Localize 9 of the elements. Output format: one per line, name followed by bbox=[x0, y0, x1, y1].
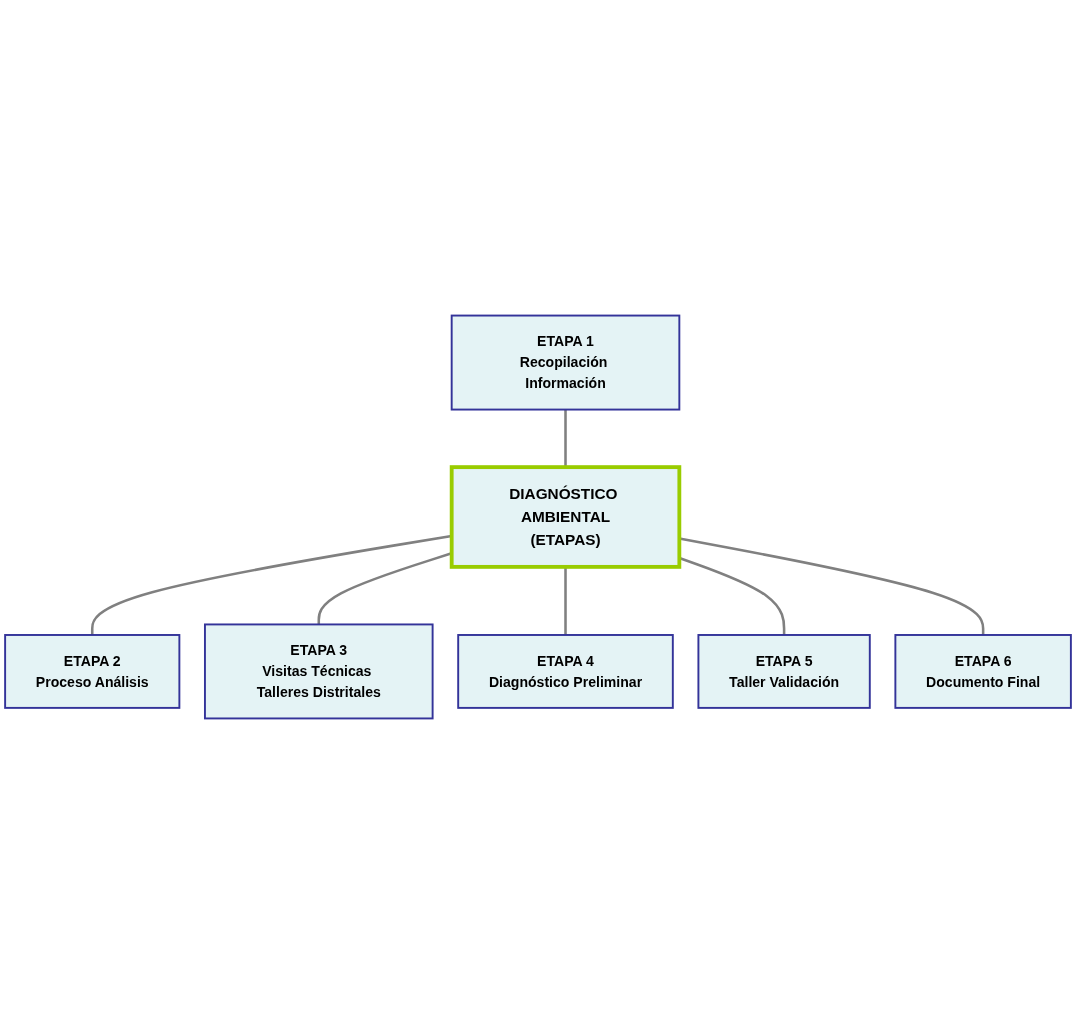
node-box: ETAPA 6 Documento Final bbox=[894, 634, 1072, 709]
node-box: ETAPA 1 Recopilación Información bbox=[450, 314, 681, 411]
node-box: ETAPA 4 Diagnóstico Preliminar bbox=[457, 634, 674, 709]
connector bbox=[564, 409, 567, 468]
node-box: ETAPA 5 Taller Validación bbox=[697, 634, 871, 709]
node-box: ETAPA 2 Proceso Análisis bbox=[4, 634, 181, 709]
node-box: DIAGNÓSTICO AMBIENTAL (ETAPAS) bbox=[449, 465, 682, 569]
connector bbox=[564, 566, 567, 635]
node-box: ETAPA 3 Visitas Técnicas Talleres Distritales bbox=[204, 623, 434, 720]
